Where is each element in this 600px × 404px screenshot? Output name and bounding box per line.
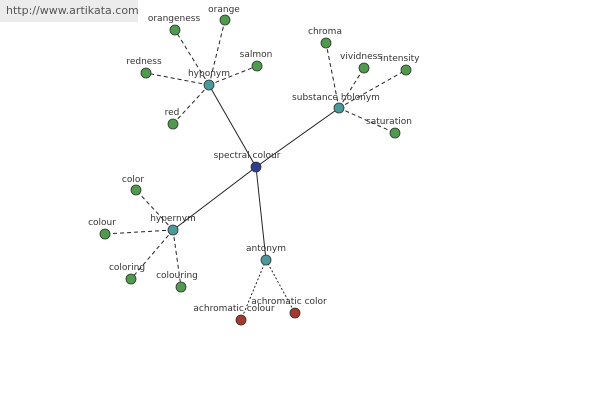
node-substance-holonym[interactable] <box>333 102 345 114</box>
edge-hypernym-coloring <box>130 229 174 280</box>
node-salmon[interactable] <box>251 60 263 72</box>
edge-hypernym-colour <box>104 229 174 235</box>
node-label-red[interactable]: red <box>165 108 180 118</box>
edge-hyponym-salmon <box>208 65 258 86</box>
edge-substance-holonym-intensity <box>338 69 407 109</box>
node-vividness[interactable] <box>358 62 370 74</box>
node-label-achromatic-colour[interactable]: achromatic colour <box>193 304 274 314</box>
node-orangeness[interactable] <box>169 24 181 36</box>
edge-hyponym-redness <box>145 72 210 86</box>
edge-substance-holonym-saturation <box>338 107 396 134</box>
edge-spectral-colour-hyponym <box>208 84 257 168</box>
node-label-colouring[interactable]: colouring <box>156 271 198 281</box>
node-label-chroma[interactable]: chroma <box>308 27 342 37</box>
node-orange[interactable] <box>219 14 231 26</box>
node-label-salmon[interactable]: salmon <box>240 50 273 60</box>
node-antonym[interactable] <box>260 254 272 266</box>
node-hypernym[interactable] <box>167 224 179 236</box>
site-url-banner[interactable]: http://www.artikata.com <box>0 0 139 22</box>
edge-spectral-colour-hypernym <box>172 166 257 231</box>
edge-spectral-colour-substance-holonym <box>255 107 340 168</box>
node-label-colour[interactable]: colour <box>88 218 116 228</box>
node-label-saturation[interactable]: saturation <box>366 117 412 127</box>
node-chroma[interactable] <box>320 37 332 49</box>
node-label-orange[interactable]: orange <box>208 5 240 15</box>
edge-hyponym-orangeness <box>174 29 210 86</box>
edges-layer <box>104 19 407 321</box>
edge-spectral-colour-antonym <box>255 166 267 261</box>
node-label-hypernym[interactable]: hypernym <box>150 214 196 224</box>
edge-hypernym-colouring <box>172 229 182 288</box>
node-label-hyponym[interactable]: hyponym <box>188 69 230 79</box>
labels-layer: spectral colour hyponym substance holonym h… <box>88 5 420 314</box>
node-saturation[interactable] <box>389 127 401 139</box>
node-colour[interactable] <box>99 228 111 240</box>
node-label-vividness[interactable]: vividness <box>340 52 382 62</box>
node-label-color[interactable]: color <box>122 175 144 185</box>
node-redness[interactable] <box>140 67 152 79</box>
nodes-layer <box>99 14 412 326</box>
edge-antonym-achromatic-colour <box>240 259 267 321</box>
node-label-achromatic-color[interactable]: achromatic color <box>251 297 327 307</box>
node-label-orangeness[interactable]: orangeness <box>148 14 201 24</box>
node-red[interactable] <box>167 118 179 130</box>
edge-substance-holonym-vividness <box>338 67 365 109</box>
node-label-antonym[interactable]: antonym <box>246 244 286 254</box>
node-color[interactable] <box>130 184 142 196</box>
node-colouring[interactable] <box>175 281 187 293</box>
node-label-spectral-colour[interactable]: spectral colour <box>214 151 281 161</box>
node-achromatic-color[interactable] <box>289 307 301 319</box>
node-label-redness[interactable]: redness <box>126 57 162 67</box>
node-label-substance-holonym[interactable]: substance holonym <box>292 93 380 103</box>
edge-hyponym-red <box>172 84 210 125</box>
node-achromatic-colour[interactable] <box>235 314 247 326</box>
edge-hypernym-color <box>135 189 174 231</box>
node-intensity[interactable] <box>400 64 412 76</box>
node-coloring[interactable] <box>125 273 137 285</box>
node-label-intensity[interactable]: intensity <box>380 54 420 64</box>
node-label-coloring[interactable]: coloring <box>109 263 145 273</box>
node-hyponym[interactable] <box>203 79 215 91</box>
node-spectral-colour[interactable] <box>250 161 262 173</box>
